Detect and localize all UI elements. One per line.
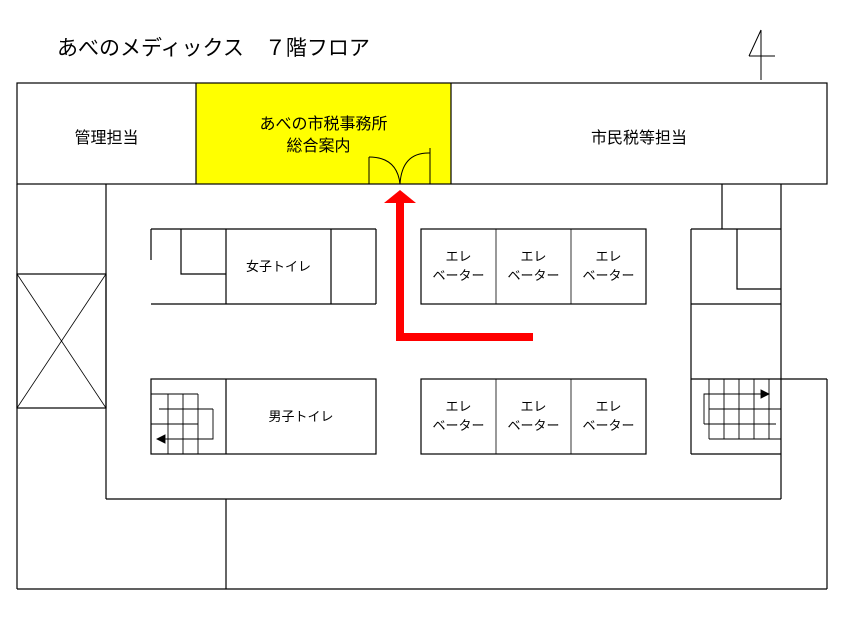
mens-toilet: 男子トイレ: [268, 410, 334, 425]
door-icon: [368, 148, 431, 185]
page-title: あべのメディックス ７階フロア: [57, 36, 370, 60]
elevator-6: エレベーター: [582, 400, 635, 434]
north-arrow-icon: [748, 29, 775, 80]
elevator-1: エレベーター: [432, 250, 485, 284]
elevator-3: エレベーター: [582, 250, 635, 284]
room-tax-office: あべの市税事務所 総合案内: [196, 113, 451, 157]
elevator-2: エレベーター: [507, 250, 560, 284]
room-citizen-tax: 市民税等担当: [590, 128, 687, 147]
womens-toilet-block: [150, 228, 377, 305]
tax-office-highlight: [196, 83, 451, 184]
tax-office-name: あべの市税事務所: [259, 114, 388, 133]
tax-office-info-desk: 総合案内: [286, 136, 351, 155]
mens-toilet-block: [150, 378, 377, 455]
room-management: 管理担当: [74, 128, 139, 147]
elevator-block-bottom: [420, 378, 647, 455]
stairs-right-icon: [691, 378, 827, 455]
right-utility-block: [690, 228, 781, 454]
elevator-4: エレベーター: [432, 400, 485, 434]
elevator-shaft-void: [16, 273, 107, 409]
route-arrow: [384, 190, 533, 341]
top-band-wall: [16, 82, 828, 185]
stairs-left-icon: [151, 393, 214, 454]
elevator-5: エレベーター: [507, 400, 560, 434]
elevator-block-top: [420, 228, 647, 305]
womens-toilet: 女子トイレ: [245, 260, 311, 275]
